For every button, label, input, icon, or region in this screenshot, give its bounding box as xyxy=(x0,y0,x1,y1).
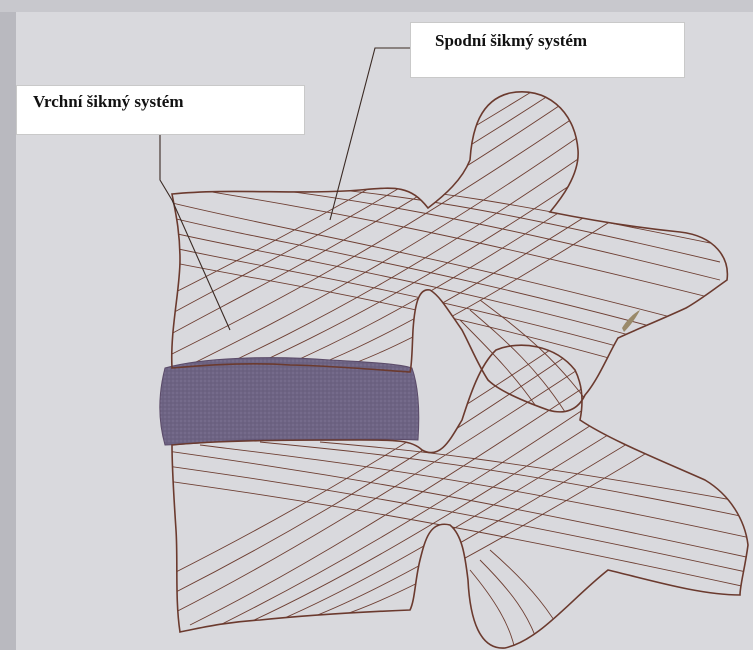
paper-top-band xyxy=(0,0,753,12)
label-upper-oblique-system: Vrchní šikmý systém xyxy=(16,85,305,135)
label-upper-oblique-text: Vrchní šikmý systém xyxy=(33,92,184,111)
paper-shadow-band xyxy=(0,0,16,650)
label-lower-oblique-text: Spodní šikmý systém xyxy=(435,31,587,50)
label-lower-oblique-system: Spodní šikmý systém xyxy=(410,22,685,78)
intervertebral-disc xyxy=(160,358,419,445)
